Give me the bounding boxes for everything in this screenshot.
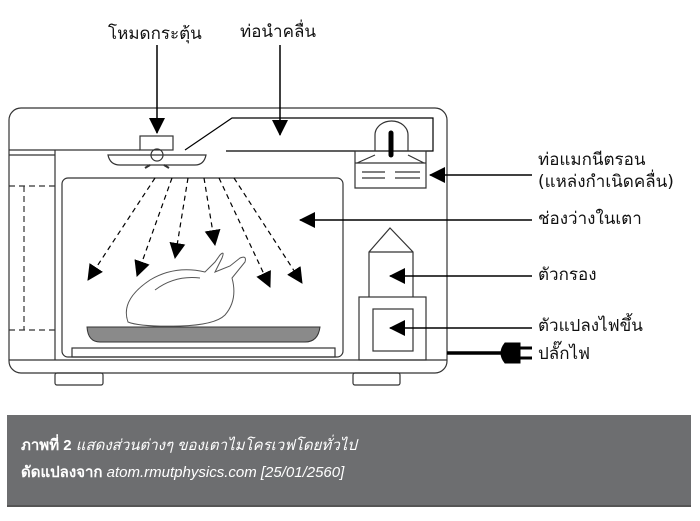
source-text: atom.rmutphysics.com [25/01/2560] [106, 464, 345, 481]
label-transformer: ตัวแปลงไฟขึ้น [538, 316, 643, 336]
caption-line-1: ภาพที่ 2 แสดงส่วนต่างๆ ของเตาไมโครเวฟโดย… [21, 433, 357, 457]
leader-arrows [149, 45, 532, 336]
filter [368, 227, 414, 297]
oven-body [8, 107, 448, 374]
magnetron [354, 150, 427, 189]
caption-box: ภาพที่ 2 แสดงส่วนต่างๆ ของเตาไมโครเวฟโดย… [7, 415, 691, 507]
foot-left [54, 372, 104, 386]
plug [447, 342, 532, 364]
figure-label: ภาพที่ 2 [21, 437, 72, 454]
label-filter: ตัวกรอง [538, 265, 597, 285]
label-cavity: ช่องว่างในเตา [538, 209, 642, 229]
figure-text: แสดงส่วนต่างๆ ของเตาไมโครเวฟโดยทั่วไป [75, 437, 357, 454]
label-mode-stirrer: โหมดกระตุ้น [108, 24, 202, 44]
label-plug: ปลั๊กไฟ [538, 344, 591, 364]
caption-line-2: ดัดแปลงจาก atom.rmutphysics.com [25/01/2… [21, 460, 344, 484]
chicken [125, 252, 246, 327]
foot-right [352, 372, 401, 386]
source-label: ดัดแปลงจาก [21, 464, 103, 481]
mode-stirrer [139, 135, 174, 151]
microwave-diagram [8, 45, 532, 386]
label-waveguide: ท่อนำคลื่น [240, 22, 316, 42]
waveguide [184, 117, 434, 152]
shelf [71, 347, 336, 358]
label-magnetron-sub: (แหล่งกำเนิดคลื่น) [538, 172, 674, 192]
label-magnetron: ท่อแมกนีตรอน [538, 150, 646, 170]
microwave-rays [87, 177, 303, 288]
tray [86, 326, 321, 343]
